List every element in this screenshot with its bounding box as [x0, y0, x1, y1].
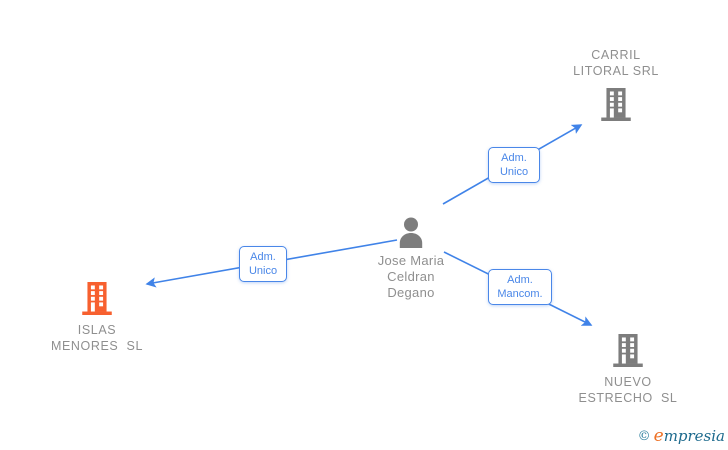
node-jose-maria-celdran-degano[interactable]: Jose Maria Celdran Degano [341, 217, 481, 301]
edge-label-adm-unico-carril: Adm. Unico [488, 147, 540, 183]
edge-label-adm-mancom-nuevo: Adm. Mancom. [488, 269, 552, 305]
person-icon [399, 217, 423, 248]
company-name: ISLAS MENORES SL [50, 323, 144, 353]
building-icon [82, 282, 112, 315]
building-icon [613, 334, 643, 367]
node-islas-menores-sl[interactable]: ISLAS MENORES SL [27, 282, 167, 354]
node-carril-litoral-srl[interactable]: CARRIL LITORAL SRL [546, 47, 686, 121]
edge-label-adm-unico-islas: Adm. Unico [239, 246, 287, 282]
company-name: NUEVO ESTRECHO SL [578, 375, 678, 405]
building-icon [601, 88, 631, 121]
empresia-logo[interactable]: ©empresia [638, 426, 725, 446]
node-nuevo-estrecho-sl[interactable]: NUEVO ESTRECHO SL [558, 334, 698, 406]
company-name: CARRIL LITORAL SRL [573, 48, 659, 78]
copyright-icon: © [637, 429, 651, 444]
person-name: Jose Maria Celdran Degano [377, 253, 445, 300]
brand-name: empresia [653, 426, 725, 446]
